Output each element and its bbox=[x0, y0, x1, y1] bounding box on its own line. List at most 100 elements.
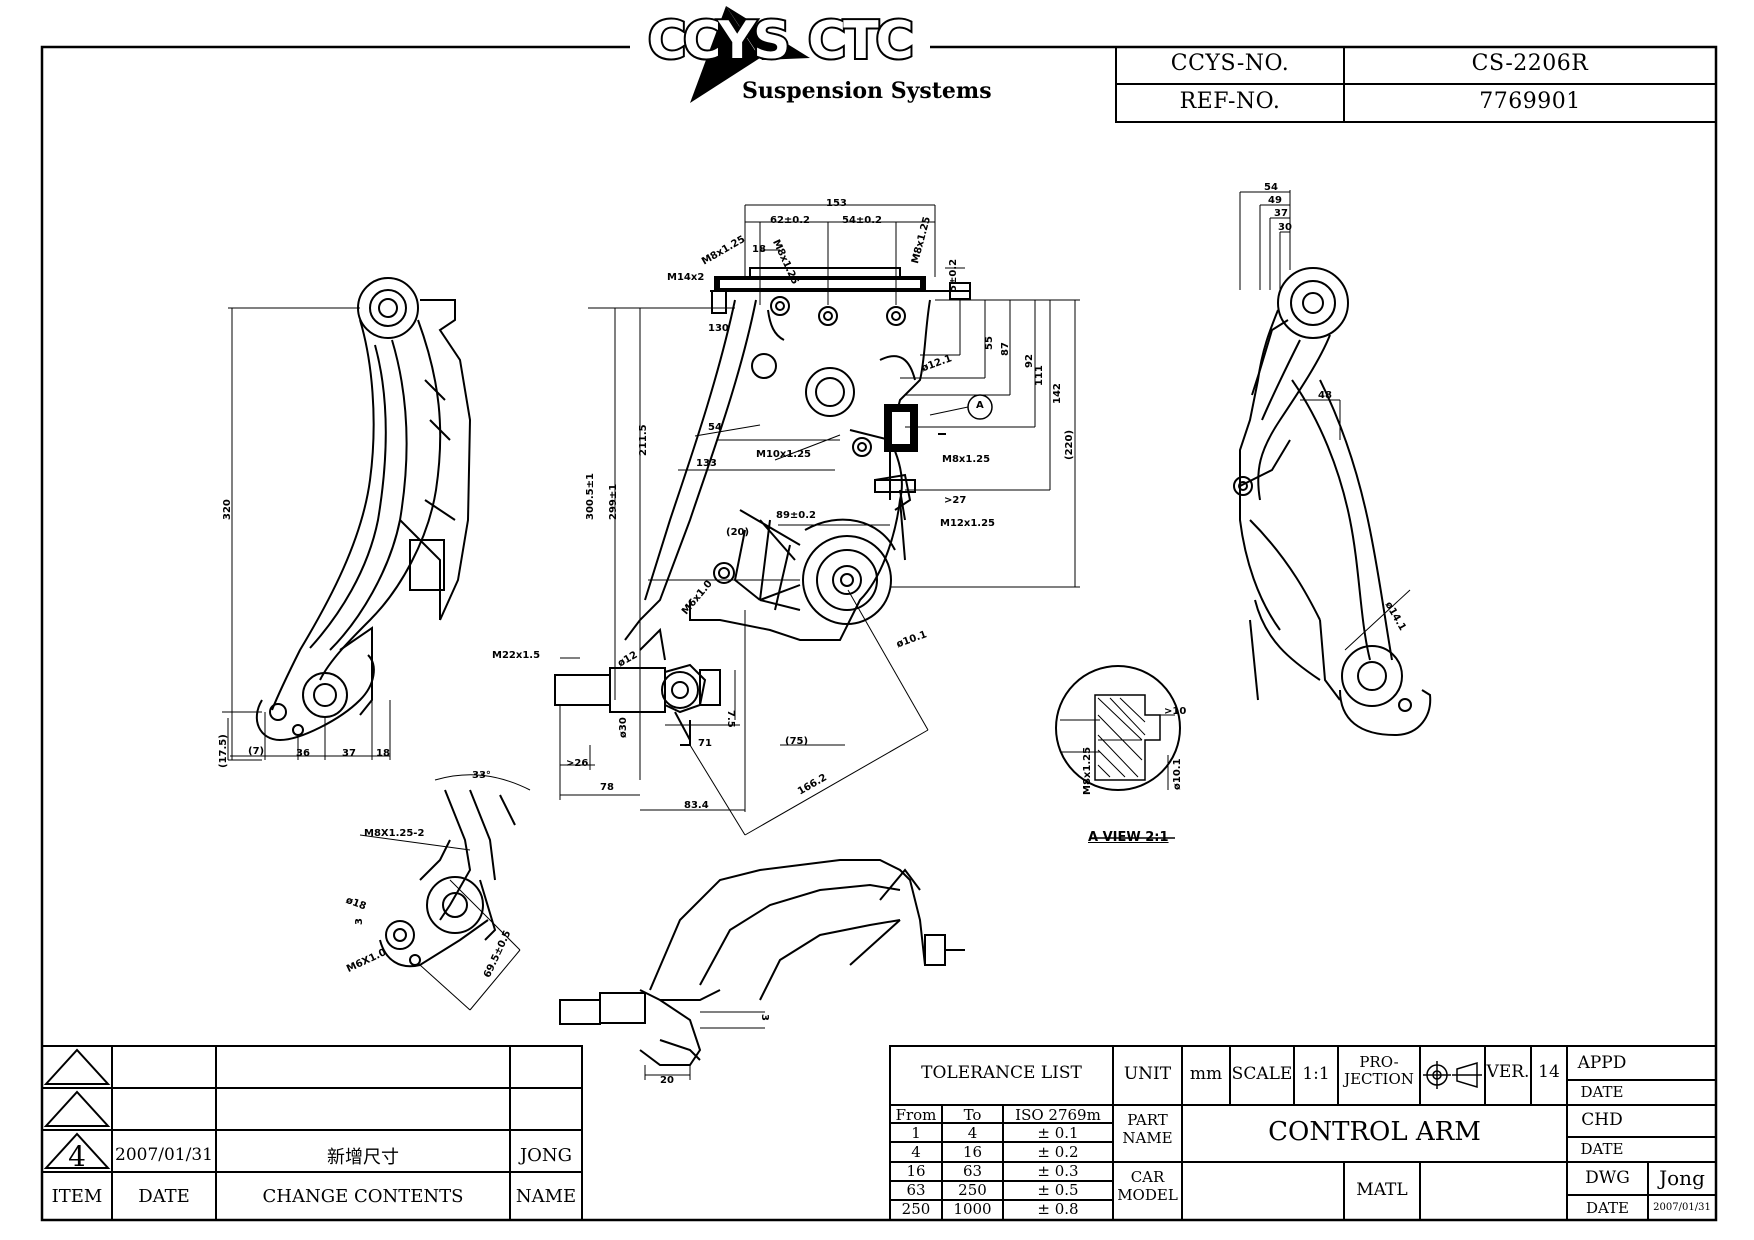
tolerance-row-from: 250 bbox=[901, 1200, 931, 1218]
part-name-label-1: PART bbox=[1127, 1111, 1168, 1129]
dim-label: 54 bbox=[708, 422, 722, 433]
dim-label: 153 bbox=[826, 198, 847, 209]
tolerance-col-to: To bbox=[963, 1106, 982, 1124]
dim-label: ø10.1 bbox=[1172, 758, 1183, 790]
header-table bbox=[1115, 46, 1717, 123]
svg-text:CTC: CTC bbox=[808, 11, 911, 71]
dim-label: >27 bbox=[944, 495, 967, 506]
tolerance-row-to: 4 bbox=[967, 1124, 978, 1142]
left-side-view bbox=[222, 277, 472, 761]
dwg-date-value: 2007/01/31 bbox=[1653, 1202, 1711, 1213]
tolerance-row-value: ± 0.2 bbox=[1037, 1143, 1079, 1161]
dim-label: (20) bbox=[726, 527, 750, 538]
dim-label: 49 bbox=[1268, 195, 1282, 206]
ver-value: 14 bbox=[1538, 1062, 1560, 1082]
company-logo: CCYS CCYS CTC CTC bbox=[646, 6, 916, 103]
unit-label: UNIT bbox=[1123, 1064, 1172, 1084]
part-name-label-2: NAME bbox=[1122, 1129, 1173, 1147]
dim-label: 111 bbox=[1034, 365, 1045, 386]
ref-no-label: REF-NO. bbox=[1179, 89, 1281, 114]
unit-value: mm bbox=[1189, 1064, 1223, 1084]
dim-label: M22x1.5 bbox=[492, 650, 541, 661]
ref-no-value: 7769901 bbox=[1479, 89, 1581, 114]
dim-label: 130 bbox=[708, 323, 729, 334]
dim-label: 3 bbox=[759, 1014, 770, 1021]
section-view-a bbox=[1055, 665, 1181, 839]
projection-symbol-icon bbox=[1423, 1061, 1482, 1089]
right-side-view bbox=[1233, 190, 1432, 737]
date-header: DATE bbox=[138, 1186, 190, 1207]
dim-label: 48 bbox=[1318, 390, 1332, 401]
car-model-label-1: CAR bbox=[1130, 1168, 1165, 1186]
revision-date-4: 2007/01/31 bbox=[115, 1145, 213, 1165]
title-block bbox=[889, 1045, 1717, 1221]
projection-label-1: PRO- bbox=[1359, 1053, 1399, 1071]
dwg-label: DWG bbox=[1585, 1168, 1630, 1188]
dim-label: 5±0.2 bbox=[948, 258, 959, 292]
dim-label: M8X1.25-2 bbox=[364, 828, 425, 839]
tolerance-col-from: From bbox=[895, 1106, 937, 1124]
dim-label: 55 bbox=[984, 336, 995, 350]
dim-label: (220) bbox=[1064, 429, 1075, 460]
dim-label: 133 bbox=[696, 458, 717, 469]
dim-label: 54±0.2 bbox=[842, 215, 883, 226]
tolerance-title: TOLERANCE LIST bbox=[921, 1063, 1082, 1083]
tolerance-row-from: 1 bbox=[911, 1124, 921, 1142]
tolerance-row-value: ± 0.3 bbox=[1037, 1162, 1079, 1180]
svg-text:CCYS: CCYS bbox=[648, 11, 787, 71]
matl-label: MATL bbox=[1356, 1180, 1408, 1200]
tolerance-row-value: ± 0.1 bbox=[1037, 1124, 1079, 1142]
dim-label: A bbox=[976, 400, 984, 411]
dim-label: M8x1.25 bbox=[1082, 746, 1093, 795]
tolerance-col-iso: ISO 2769m bbox=[1015, 1106, 1101, 1124]
change-contents-header: CHANGE CONTENTS bbox=[262, 1186, 464, 1207]
dim-label: (75) bbox=[785, 736, 809, 747]
revision-table bbox=[41, 1045, 583, 1221]
tolerance-row-to: 250 bbox=[958, 1181, 987, 1199]
dim-label: 71 bbox=[698, 738, 712, 749]
dim-label: >10 bbox=[1164, 706, 1187, 717]
tolerance-row-value: ± 0.8 bbox=[1037, 1200, 1079, 1218]
section-view-label: A VIEW 2:1 bbox=[1088, 830, 1169, 845]
car-model-label-2: MODEL bbox=[1117, 1186, 1178, 1204]
chd-date-label: DATE bbox=[1580, 1140, 1624, 1158]
dim-label: 18 bbox=[376, 748, 390, 759]
revision-name-4: JONG bbox=[519, 1145, 573, 1166]
dim-label: 37 bbox=[342, 748, 356, 759]
dwg-value: Jong bbox=[1659, 1166, 1705, 1190]
dim-label: M8x1.25 bbox=[942, 454, 991, 465]
logo-tagline: Suspension Systems bbox=[742, 78, 992, 104]
dim-label: 83.4 bbox=[684, 800, 709, 811]
ccys-no-label: CCYS-NO. bbox=[1170, 51, 1290, 76]
scale-value: 1:1 bbox=[1302, 1064, 1330, 1084]
dim-label: ø30 bbox=[618, 717, 629, 738]
appd-date-label: DATE bbox=[1580, 1083, 1624, 1101]
scale-label: SCALE bbox=[1231, 1064, 1293, 1084]
dim-label: >26 bbox=[566, 758, 589, 769]
tolerance-row-to: 1000 bbox=[953, 1200, 992, 1218]
dim-label: 87 bbox=[1000, 342, 1011, 356]
revision-contents-4: 新增尺寸 bbox=[327, 1147, 399, 1168]
tolerance-row-from: 4 bbox=[911, 1143, 921, 1161]
dim-label: 33° bbox=[472, 770, 491, 781]
dim-label: 20 bbox=[660, 1075, 674, 1086]
dim-label: 142 bbox=[1052, 383, 1063, 404]
dim-label: M10x1.25 bbox=[756, 449, 811, 460]
tolerance-row-from: 16 bbox=[906, 1162, 926, 1180]
dim-label: (17.5) bbox=[218, 734, 229, 768]
dim-label: 36 bbox=[296, 748, 310, 759]
name-header: NAME bbox=[515, 1186, 577, 1207]
projection-label-2: JECTION bbox=[1344, 1070, 1414, 1088]
dwg-date-label: DATE bbox=[1586, 1199, 1629, 1217]
ver-label: VER. bbox=[1486, 1062, 1530, 1082]
tolerance-row-value: ± 0.5 bbox=[1037, 1181, 1079, 1199]
dim-label: 211.5 bbox=[638, 424, 649, 456]
front-view bbox=[554, 204, 1080, 836]
svg-text:CCYS: CCYS bbox=[648, 11, 787, 71]
item-header: ITEM bbox=[51, 1186, 103, 1207]
tolerance-row-to: 63 bbox=[962, 1162, 983, 1180]
dim-label: 3 bbox=[354, 918, 365, 925]
dim-label: 54 bbox=[1264, 182, 1278, 193]
